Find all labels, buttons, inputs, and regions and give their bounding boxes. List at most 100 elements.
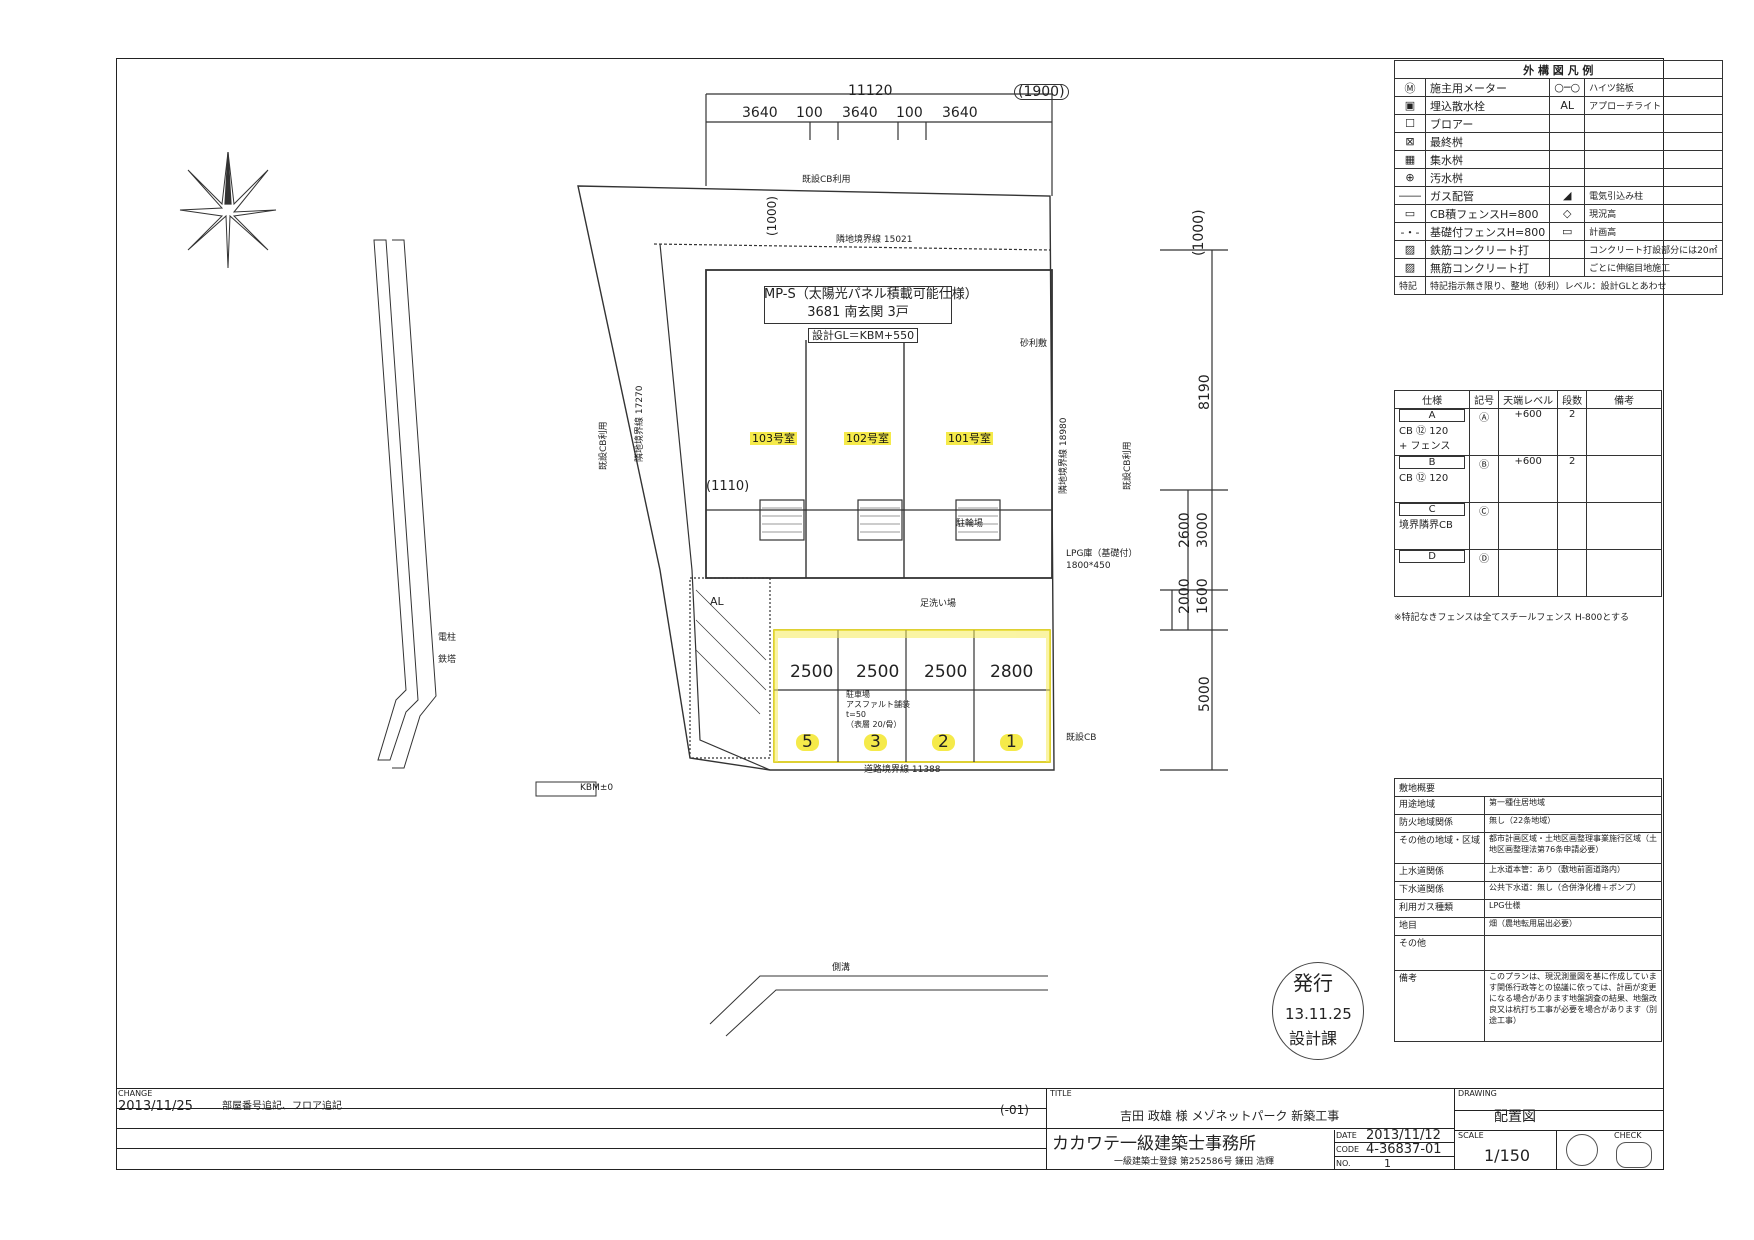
drawing-label: DRAWING — [1458, 1089, 1497, 1098]
pole-label-2: 鉄塔 — [438, 655, 457, 665]
legend-symbol: Ⓜ — [1394, 78, 1426, 97]
parking-width-3: 2500 — [924, 662, 968, 682]
project-title: 吉田 政雄 様 メゾネットパーク 新築工事 — [1120, 1109, 1340, 1123]
boundary-bottom-label: 道路境界線 11388 — [864, 765, 941, 775]
boundary-right-label: 隣地境界線 18980 — [1059, 417, 1069, 495]
dim-seg-1: 3640 — [742, 105, 778, 121]
dim-seg-5: 3640 — [942, 105, 978, 121]
legend-symbol-2 — [1549, 150, 1586, 169]
legend-symbol-2: ◇ — [1549, 204, 1586, 223]
spec-level — [1498, 549, 1559, 597]
gravel-label: 砂利敷 — [1020, 339, 1048, 349]
spec-code: Ⓑ — [1469, 455, 1500, 503]
outline-key: 地目 — [1393, 917, 1486, 936]
spec-steps: 2 — [1557, 455, 1588, 503]
legend-row: ▦集水桝 — [1394, 150, 1723, 169]
legend-note-text: 特記指示無き限り、整地（砂利）レベル：設計GLとあわせ — [1425, 276, 1723, 295]
legend-symbol-2 — [1549, 132, 1586, 151]
dim-right-3000: 3000 — [1195, 512, 1211, 548]
legend-label-2: 電気引込み柱 — [1584, 186, 1723, 205]
legend-label-2 — [1584, 132, 1723, 151]
legend-row: ⊕汚水桝 — [1394, 168, 1723, 187]
right-cb-label: 既設CB利用 — [1123, 441, 1133, 490]
spec-level: +600 — [1498, 455, 1559, 503]
legend-label-2: コンクリート打設部分には20㎡ — [1584, 240, 1723, 259]
spec-note: ※特記なきフェンスは全てスチールフェンス H-800とする — [1394, 613, 1629, 623]
legend-label-2 — [1584, 114, 1723, 133]
outline-value: LPG仕様 — [1484, 899, 1662, 918]
legend-label: 施主用メーター — [1424, 78, 1551, 97]
check-label: CHECK — [1614, 1131, 1642, 1140]
date-label: DATE — [1336, 1131, 1357, 1140]
kbm-label: KBM±0 — [580, 783, 614, 793]
change-date: 2013/11/25 — [118, 1099, 193, 1114]
outline-value: 都市計画区域・土地区画整理事業施行区域（土地区画整理法第76条申請必要） — [1484, 832, 1662, 864]
legend-symbol-2 — [1549, 240, 1586, 259]
legend-label: 最終桝 — [1424, 132, 1551, 151]
legend-label-2: アプローチライト — [1584, 96, 1723, 115]
boundary-left-label: 隣地境界線 17270 — [635, 385, 645, 463]
outline-value: このプランは、現況測量図を基に作成しています関係行政等との協議に依っては、計画が… — [1484, 970, 1662, 1042]
outline-row: 上水道関係上水道本管：あり（敷地前面道路内） — [1393, 863, 1662, 882]
legend-symbol-2: ○─○ — [1549, 78, 1586, 97]
north-arrow-icon — [179, 151, 277, 269]
legend-label-2 — [1584, 150, 1723, 169]
left-cb-label: 既設CB利用 — [599, 421, 609, 470]
building-title: MP-S（太陽光パネル積載可能仕様） — [764, 287, 978, 302]
no-label: NO. — [1336, 1159, 1351, 1168]
outline-row: 地目畑（農地転用届出必要） — [1393, 917, 1662, 936]
spec-steps: 2 — [1557, 408, 1588, 456]
spec-level: +600 — [1498, 408, 1559, 456]
spec-header: 段数 — [1557, 390, 1588, 409]
outline-row: 防火地域関係無し（22条地域） — [1393, 814, 1662, 833]
legend-label: 埋込散水栓 — [1424, 96, 1551, 115]
legend-symbol: ▦ — [1394, 150, 1426, 169]
site-boundary — [577, 185, 1055, 771]
legend-label: 鉄筋コンクリート打 — [1424, 240, 1551, 259]
legend-symbol-2: ◢ — [1549, 186, 1586, 205]
legend-symbol: ▨ — [1394, 258, 1426, 277]
legend-symbol: -・- — [1394, 222, 1426, 241]
legend-symbol: ⊕ — [1394, 168, 1426, 187]
registration: 一級建築士登録 第252586号 鎌田 浩輝 — [1114, 1157, 1274, 1167]
legend-symbol-2 — [1549, 114, 1586, 133]
bike-label: 駐輪場 — [956, 519, 984, 529]
check-seal-icon — [1616, 1142, 1652, 1168]
outline-value: 公共下水道：無し（合併浄化槽＋ポンプ） — [1484, 881, 1662, 900]
dim-1110: (1110) — [706, 479, 750, 494]
legend-symbol: ▣ — [1394, 96, 1426, 115]
legend-note-label: 特記 — [1394, 276, 1426, 295]
outline-value: 第一種住居地域 — [1484, 796, 1662, 815]
spec-steps — [1557, 549, 1588, 597]
legend-row: ▨鉄筋コンクリート打コンクリート打設部分には20㎡ — [1394, 240, 1723, 259]
legend-row: ☐ブロアー — [1394, 114, 1723, 133]
outline-row: 用途地域第一種住居地域 — [1393, 796, 1662, 815]
spec-steps — [1557, 502, 1588, 550]
change-code: (-01) — [1000, 1103, 1029, 1117]
outline-value: 上水道本管：あり（敷地前面道路内） — [1484, 863, 1662, 882]
spec-name: D — [1393, 549, 1471, 597]
outline-key: その他 — [1393, 935, 1486, 971]
legend-row: -・-基礎付フェンスH=800▭計画高 — [1394, 222, 1723, 241]
parking-number-2: 2 — [932, 734, 955, 751]
change-label: CHANGE — [118, 1089, 153, 1098]
legend-row: ――ガス配管◢電気引込み柱 — [1394, 186, 1723, 205]
outline-key: 用途地域 — [1393, 796, 1486, 815]
outline-key: 防火地域関係 — [1393, 814, 1486, 833]
spec-code: Ⓓ — [1469, 549, 1500, 597]
pole-label-1: 電柱 — [438, 633, 457, 643]
design-gl: 設計GL＝KBM+550 — [808, 328, 919, 343]
dim-right-5000: 5000 — [1197, 676, 1213, 712]
dim-right-2600: 2600 — [1177, 512, 1193, 548]
no-value: 1 — [1384, 1157, 1391, 1170]
parking-number-3: 3 — [864, 734, 887, 751]
drawing-frame — [116, 58, 1664, 1170]
